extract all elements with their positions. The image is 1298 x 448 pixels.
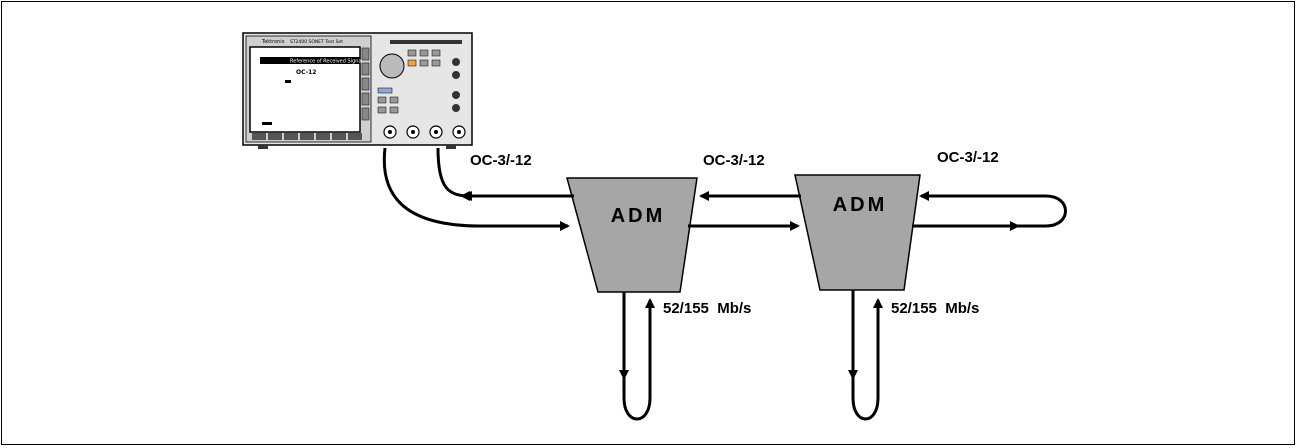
screen-signal: OC-12 (296, 69, 316, 76)
bottom-keys (252, 133, 362, 140)
adm-1-label: ADM (611, 205, 666, 227)
adm2-tributary-loop (853, 300, 878, 419)
adm1-tributary-loop (624, 300, 650, 419)
instrument-model: ST2400 SONET Test Set (290, 39, 343, 45)
screen-title: Reference of Received Signal (290, 59, 363, 65)
link-label-3: OC-3/-12 (937, 149, 999, 166)
knob-icon (380, 54, 404, 78)
test-instrument: Tektronix ST2400 SONET Test Set Referenc… (243, 33, 472, 149)
rate-label-2: 52/155 Mb/s (891, 300, 979, 317)
softkeys (362, 48, 369, 120)
rate-label-1: 52/155 Mb/s (663, 300, 751, 317)
svg-text:Tektronix: Tektronix (261, 39, 285, 45)
adm-2 (795, 175, 920, 290)
connections (384, 148, 1065, 419)
link-label-2: OC-3/-12 (703, 152, 765, 169)
adm-1 (567, 178, 697, 292)
link-label-1: OC-3/-12 (470, 152, 532, 169)
adm-2-label: ADM (833, 194, 888, 216)
link-adm2-loopback (921, 196, 1066, 226)
arrow-to-instrument (462, 191, 472, 201)
brand-logo: Tektronix (261, 39, 285, 45)
